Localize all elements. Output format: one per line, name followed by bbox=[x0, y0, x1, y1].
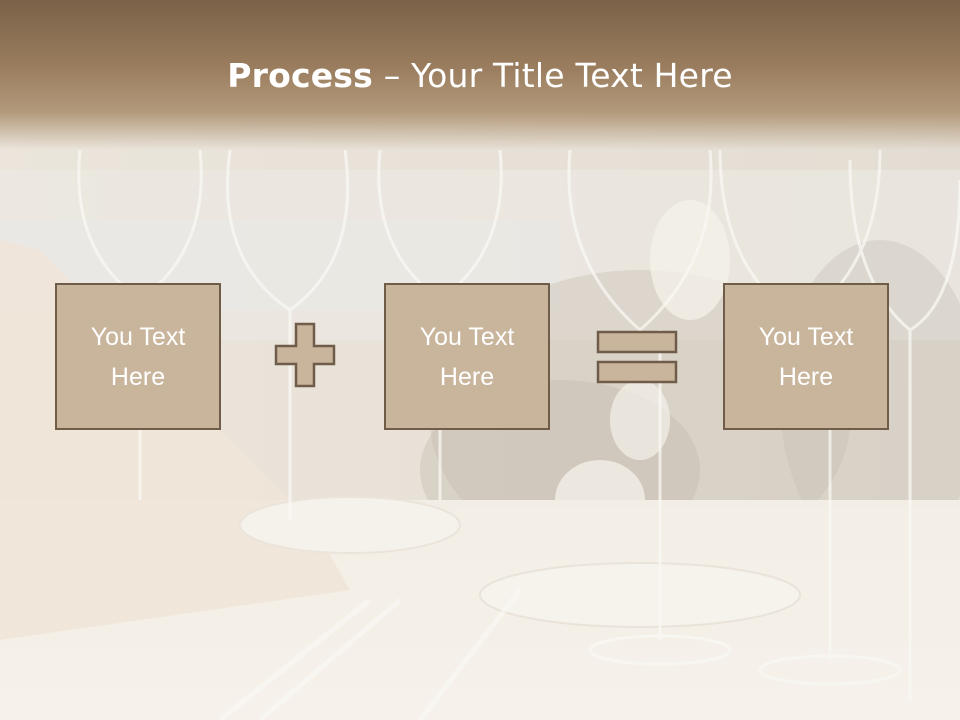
process-box-1-text: You Text Here bbox=[90, 322, 186, 391]
title-rest: Your Title Text Here bbox=[411, 56, 733, 95]
slide-title: Process – Your Title Text Here bbox=[0, 52, 960, 100]
process-box-3-text: You Text Here bbox=[758, 322, 854, 391]
equals-icon bbox=[596, 330, 678, 384]
process-box-3[interactable]: You Text Here bbox=[723, 283, 889, 430]
title-bar bbox=[0, 0, 960, 150]
title-bold: Process bbox=[227, 56, 373, 95]
title-separator: – bbox=[373, 56, 412, 95]
plus-icon bbox=[274, 322, 336, 388]
process-box-2-text: You Text Here bbox=[419, 322, 515, 391]
process-box-2[interactable]: You Text Here bbox=[384, 283, 550, 430]
process-box-1[interactable]: You Text Here bbox=[55, 283, 221, 430]
